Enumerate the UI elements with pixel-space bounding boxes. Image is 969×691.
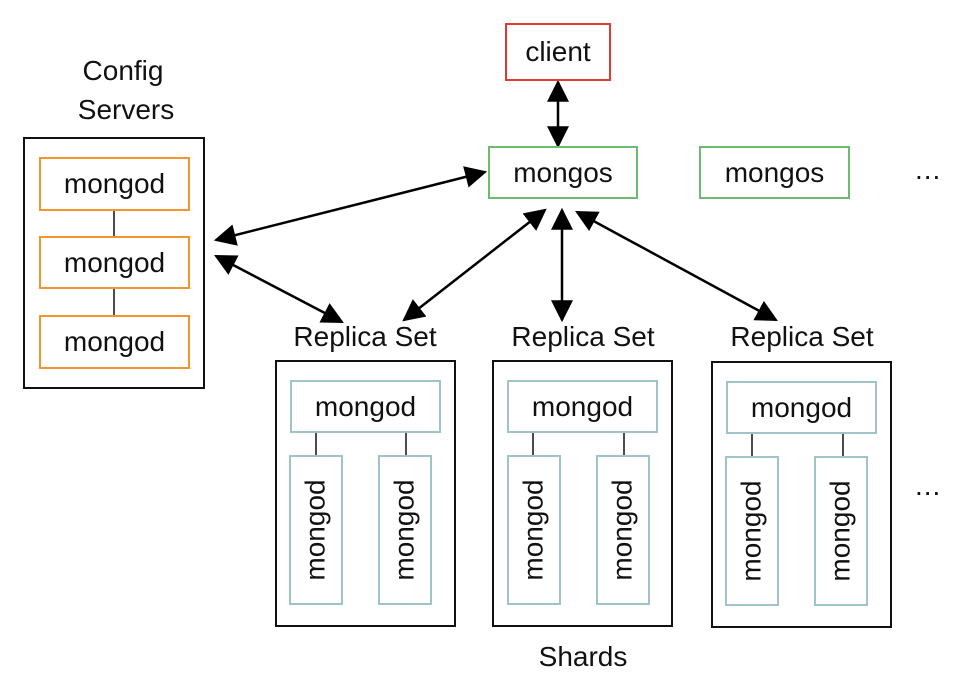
replica-set-3-secondary-2[interactable]: mongod [814, 456, 868, 606]
config-mongod-1-label: mongod [63, 168, 166, 199]
config-servers-title-line1: Config [82, 55, 164, 86]
mongos-node-2[interactable]: mongos [699, 146, 850, 199]
replica-set-1-title: Replica Set [293, 321, 437, 352]
config-mongod-3-label: mongod [63, 326, 166, 357]
replica-set-2-secondary-2[interactable]: mongod [596, 455, 650, 605]
more-shards-ellipsis: ... [915, 470, 942, 501]
shards-caption: Shards [538, 641, 628, 672]
replica-set-3-primary[interactable]: mongod [726, 381, 877, 434]
replica-set-2-primary-label: mongod [531, 390, 634, 422]
client-node[interactable]: client [505, 23, 611, 81]
config-mongod-1[interactable]: mongod [39, 157, 190, 211]
replica-set-2-primary[interactable]: mongod [507, 380, 658, 433]
replica-set-3-secondary-2-label: mongod [825, 480, 856, 582]
config-mongod-3[interactable]: mongod [39, 315, 190, 369]
replica-set-1-secondary-2[interactable]: mongod [378, 455, 432, 605]
replica-set-2-secondary-1[interactable]: mongod [507, 455, 561, 605]
config-mongod-2-label: mongod [63, 246, 166, 278]
replica-set-3-secondary-1-label: mongod [736, 480, 767, 582]
replica-set-1-secondary-1[interactable]: mongod [289, 455, 343, 605]
replica-set-1-primary-label: mongod [314, 390, 417, 422]
mongos-node-1[interactable]: mongos [488, 146, 638, 199]
replica-set-3-secondary-1[interactable]: mongod [725, 456, 779, 606]
replica-set-2-title: Replica Set [511, 321, 655, 352]
client-label: client [525, 36, 591, 67]
arrow-mongos-replicaset1 [402, 208, 547, 322]
replica-set-3-title: Replica Set [730, 321, 874, 352]
arrow-mongos-config [213, 166, 488, 246]
arrow-config-replicaset1 [214, 254, 344, 324]
config-servers-title-line2: Servers [77, 94, 175, 125]
more-routers-ellipsis: ... [915, 154, 942, 185]
replica-set-1-primary[interactable]: mongod [290, 380, 441, 433]
config-mongod-2[interactable]: mongod [39, 236, 190, 289]
mongos-1-label: mongos [513, 156, 613, 188]
arrow-mongos-replicaset3 [575, 210, 778, 322]
replica-set-3-primary-label: mongod [750, 391, 853, 423]
mongos-2-label: mongos [724, 156, 825, 188]
